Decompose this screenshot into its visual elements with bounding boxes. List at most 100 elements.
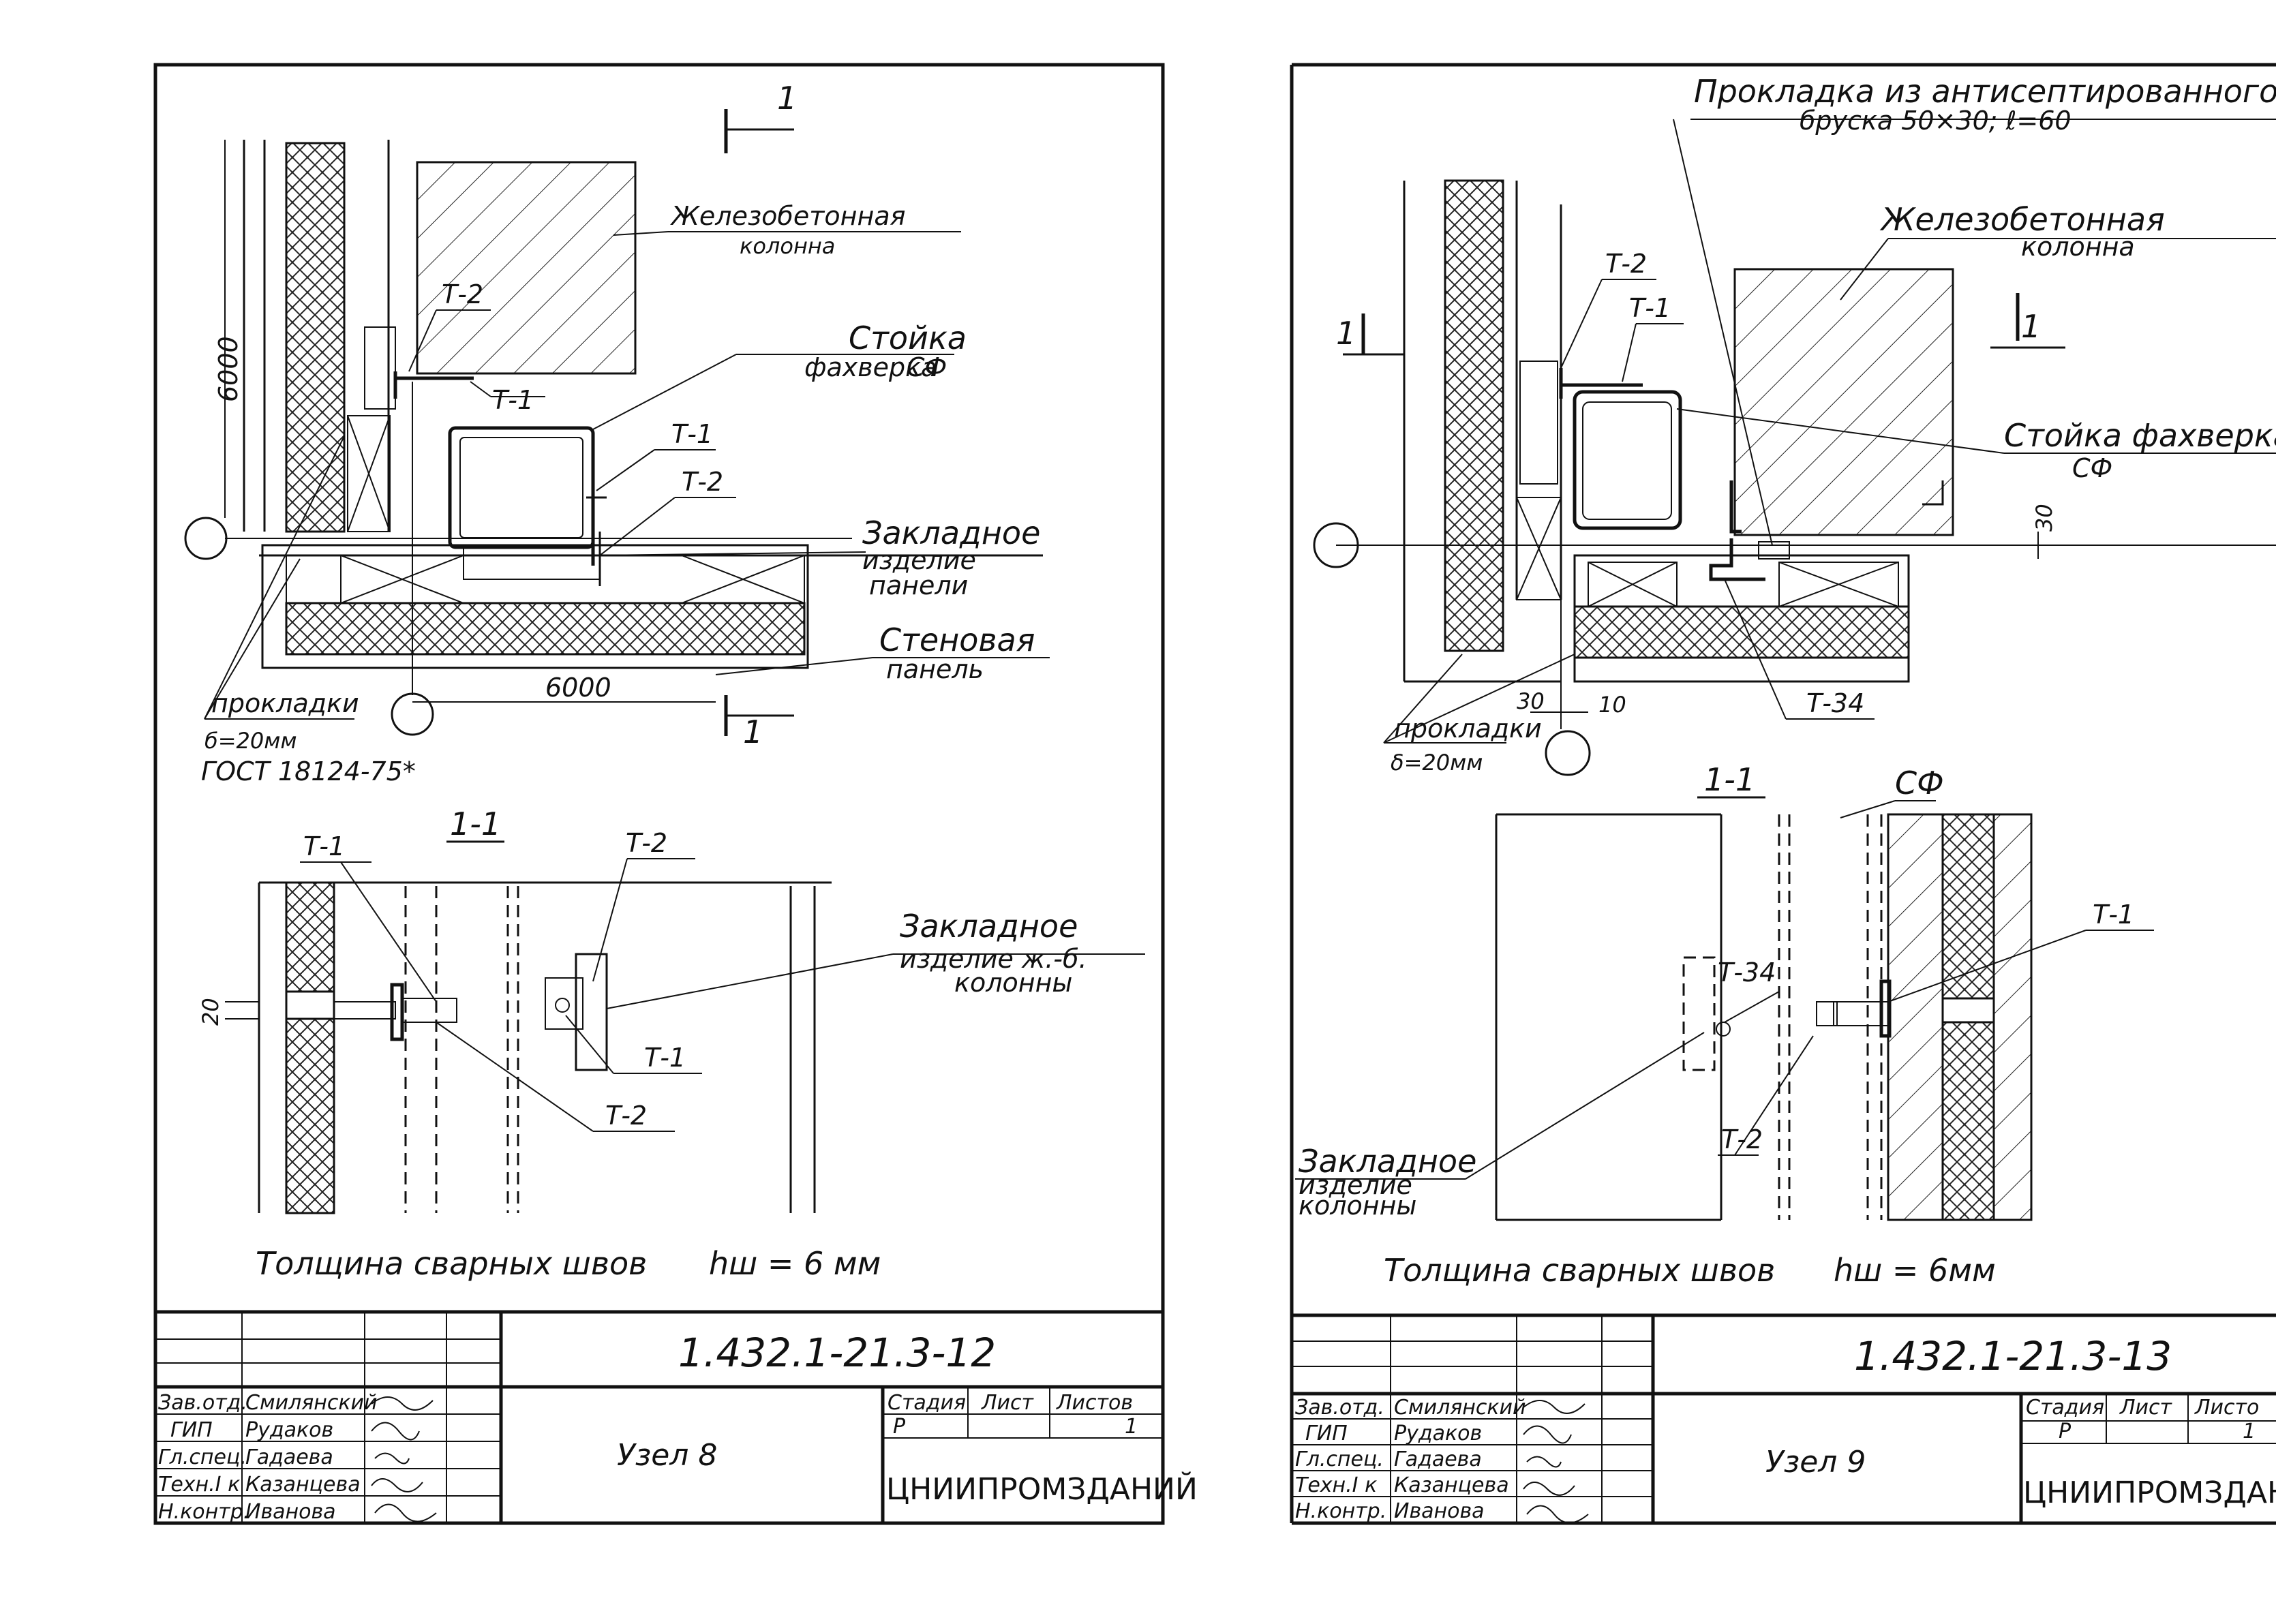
drawing-code-2: 1.432.1-21.3-13 [1854, 1333, 2172, 1379]
t1-label-a: Т-1 [492, 385, 534, 415]
section-mark-bottom: 1 [743, 714, 763, 750]
staff-name-1-4: Казанцева [245, 1473, 361, 1497]
t1-label-b: Т-1 [671, 419, 713, 449]
sec-embed-label-2: изделие ж.-б. [900, 944, 1087, 974]
staff-role-2-1: Зав.отд. [1295, 1396, 1384, 1420]
weld-value-1: hш = 6 мм [709, 1245, 881, 1282]
weld-note-1: Толщина сварных швов [256, 1245, 647, 1282]
staff-role-1-3: Гл.спец. [158, 1445, 247, 1469]
staff-role-1-5: Н.контр. [158, 1500, 249, 1524]
sec2-panel-skin-2 [1992, 813, 2033, 1221]
column-label-2: колонна [740, 233, 835, 259]
rc-column [416, 161, 637, 375]
node-name-2: Узел 9 [1765, 1445, 1866, 1480]
staff-role-2-2: ГИП [1305, 1422, 1348, 1445]
axis-bubble-2 [391, 692, 434, 736]
t2-label-a: Т-2 [442, 279, 483, 309]
gasket2-label-1: прокладки [1394, 714, 1542, 744]
weld-note-2: Толщина сварных швов [1384, 1252, 1775, 1289]
staff-role-1-2: ГИП [170, 1418, 213, 1442]
org-name-1: ЦНИИПРОМЗДАНИЙ [886, 1471, 1198, 1507]
sheets-label-2: Листо [2194, 1396, 2259, 1420]
column2-label-1: Железобетонная [1879, 201, 2165, 238]
dim-6000-horizontal: 6000 [545, 673, 611, 703]
dim-6000-vertical: 6000 [213, 336, 243, 402]
title-block-1: 1.432.1-21.3-12 Узел 8 ЦНИИПРОМЗДАНИЙ Ст… [155, 1310, 1198, 1524]
staff-name-2-3: Гадаева [1394, 1447, 1482, 1471]
sheet-label-2: Лист [2119, 1396, 2173, 1420]
stage-label-2: Стадия [2026, 1396, 2104, 1420]
sec-dim-20: 20 [198, 998, 224, 1026]
t1-label-2: Т-1 [1629, 293, 1671, 323]
staff-role-1-1: Зав.отд. [158, 1391, 247, 1415]
weld-value-2: hш = 6мм [1834, 1252, 1996, 1289]
post2-label-1: Стойка фахверка [2004, 417, 2276, 454]
sec2-insulation-upper [1941, 813, 1995, 1000]
t34-label: Т-34 [1806, 688, 1864, 718]
sec2-insulation-lower [1941, 1021, 1995, 1221]
node-name-1: Узел 8 [617, 1438, 717, 1473]
sec2-t1-label: Т-1 [2093, 900, 2134, 930]
post2-label-2: СФ [2072, 453, 2112, 483]
title-block-2: 1.432.1-21.3-13 Узел 9 ЦНИИПРОМЗДАНИ Ста… [1292, 1313, 2276, 1524]
dim-10: 10 [1598, 692, 1626, 718]
sheet-1-frame [153, 63, 1165, 1525]
post-label-2: фахверка [804, 352, 937, 382]
sheet-2: 1 1 30 30 10 Прокладка из антисептирован… [1290, 63, 2276, 1525]
section-title-1: 1-1 [450, 806, 501, 842]
sec-mark-right: 1 [2021, 308, 2041, 345]
gasket-top-label-2: бруска 50×30; ℓ=60 [1800, 106, 2072, 136]
panel-label-1: Стеновая [879, 622, 1035, 658]
sec-insulation-upper [285, 881, 335, 993]
staff-name-2-2: Рудаков [1394, 1422, 1482, 1445]
signatures-1 [371, 1396, 437, 1522]
section-title-2: 1-1 [1704, 761, 1755, 798]
embed-label-3: панели [869, 570, 968, 600]
staff-name-1-3: Гадаева [245, 1445, 333, 1469]
gasket2-label-2: δ=20мм [1391, 750, 1483, 776]
t2-label-2: Т-2 [1605, 249, 1647, 279]
axis-bubble-1 [184, 517, 228, 560]
stage-value-1: Р [893, 1415, 906, 1439]
staff-name-1-2: Рудаков [245, 1418, 333, 1442]
staff-name-2-4: Казанцева [1394, 1473, 1509, 1497]
wall-insulation-horizontal [285, 602, 806, 656]
sec-t2-label: Т-2 [626, 828, 667, 858]
fachwerk-post [448, 426, 595, 549]
staff-name-2-5: Иванова [1394, 1499, 1485, 1523]
fachwerk-post-2 [1573, 390, 1682, 530]
t2-label-b: Т-2 [682, 467, 723, 497]
rc-column-2 [1733, 268, 1954, 536]
wall-insulation-horizontal-2 [1573, 605, 1910, 659]
sec2-embed-label-3: колонны [1299, 1191, 1416, 1221]
stage-value-2: Р [2059, 1420, 2072, 1443]
post-label-3: СФ [907, 352, 947, 382]
sec-embed-label-1: Закладное [900, 908, 1078, 945]
sec-t2b-label: Т-2 [605, 1101, 647, 1131]
sheets-value-1: 1 [1125, 1415, 1138, 1439]
sec-embed-label-3: колонны [954, 968, 1072, 998]
sec-t1b-label: Т-1 [644, 1043, 686, 1073]
section-mark-top: 1 [777, 80, 797, 117]
staff-role-1-4: Техн.I к [158, 1473, 240, 1497]
sec-insulation-lower [285, 1017, 335, 1214]
axis-bubble-4 [1545, 730, 1591, 776]
sec2-embed-label-2: изделие [1299, 1170, 1412, 1200]
section-1-1-sheet-2: 1-1 СФ Т-1 Т-3 [1295, 761, 2154, 1221]
plan-view-2: 1 1 30 30 10 Прокладка из антисептирован… [1313, 73, 2276, 776]
dim-30: 30 [1517, 688, 1545, 714]
stage-label-1: Стадия [887, 1391, 966, 1415]
sec2-embed-label-1: Закладное [1299, 1143, 1476, 1180]
sheets-label-1: Листов [1056, 1391, 1133, 1415]
gasket-label-1: прокладки [211, 688, 359, 718]
sec2-t34-label: Т-34 [1718, 957, 1776, 987]
axis-bubble-3 [1313, 522, 1359, 568]
drawing-code-1: 1.432.1-21.3-12 [678, 1330, 996, 1376]
column-label-1: Железобетонная [670, 201, 905, 231]
sec-mark-left: 1 [1336, 315, 1356, 352]
staff-name-2-1: Смилянский [1394, 1396, 1526, 1420]
sheet-label-1: Лист [981, 1391, 1035, 1415]
sheet-value-2: 1 [2243, 1420, 2256, 1443]
staff-role-2-5: Н.контр. [1295, 1499, 1386, 1523]
embed-label-1: Закладное [862, 515, 1040, 551]
